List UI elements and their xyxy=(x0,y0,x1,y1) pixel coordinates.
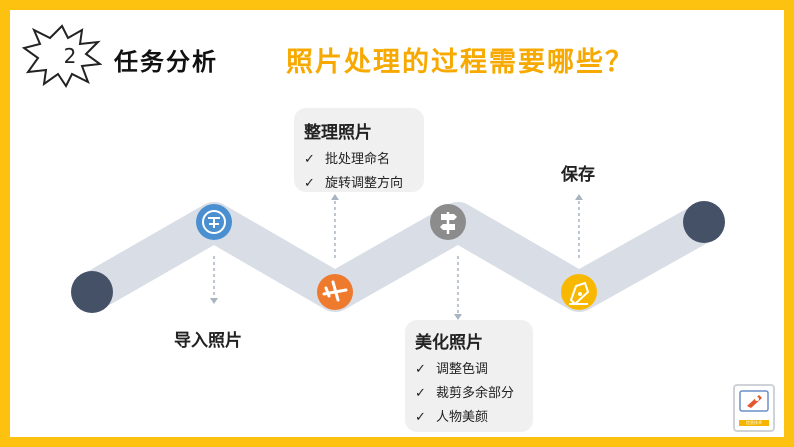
section-number: 2 xyxy=(63,44,77,68)
signpost-icon xyxy=(430,204,466,240)
pen-nib-icon xyxy=(561,274,597,310)
page-question: 照片处理的过程需要哪些？ xyxy=(286,47,634,78)
beautify-photos-item: ✓ 裁剪多余部分 xyxy=(415,386,515,401)
end-dot xyxy=(683,201,725,243)
check-icon: ✓ xyxy=(304,152,315,167)
organize-photos-item: ✓ 旋转调整方向 xyxy=(304,176,404,191)
airplane-icon xyxy=(317,274,353,310)
zigzag-track xyxy=(72,202,724,312)
slide-canvas xyxy=(10,10,784,437)
beautify-photos-item: ✓ 人物美颜 xyxy=(415,410,489,425)
rocket-icon xyxy=(739,390,769,412)
logo-text: 信息技术 xyxy=(739,420,769,426)
section-title: 任务分析 xyxy=(114,48,218,76)
starburst-badge-icon xyxy=(22,24,102,88)
import-photos-label: 导入照片 xyxy=(174,331,242,351)
beautify-photos-card xyxy=(405,320,533,432)
publisher-logo: 信息技术 xyxy=(733,384,775,432)
import-icon xyxy=(196,204,232,240)
start-dot xyxy=(71,271,113,313)
organize-photos-title: 整理照片 xyxy=(304,123,372,143)
check-icon: ✓ xyxy=(415,362,426,377)
save-label: 保存 xyxy=(561,165,595,185)
beautify-photos-item: ✓ 调整色调 xyxy=(415,362,489,377)
check-icon: ✓ xyxy=(415,410,426,425)
organize-photos-card xyxy=(294,108,424,192)
beautify-photos-title: 美化照片 xyxy=(415,333,483,353)
check-icon: ✓ xyxy=(415,386,426,401)
check-icon: ✓ xyxy=(304,176,315,191)
organize-photos-item: ✓ 批处理命名 xyxy=(304,152,391,167)
